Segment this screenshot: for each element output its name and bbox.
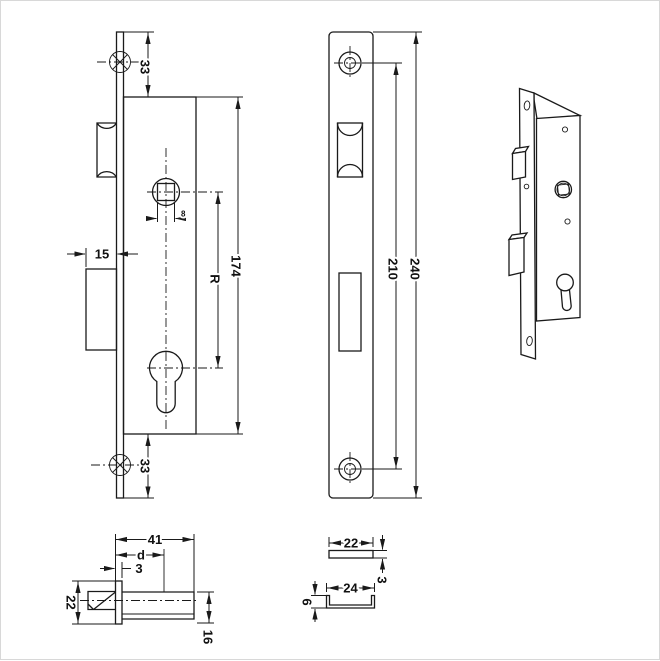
dim-plate-thickness-plan: 3 bbox=[100, 559, 145, 578]
dim-label-174: 174 bbox=[229, 255, 244, 277]
dim-label-8: 8 bbox=[181, 210, 186, 219]
case-top-face bbox=[533, 91, 583, 120]
euro-cylinder-3d bbox=[556, 273, 574, 312]
screw-hole-bottom-edge bbox=[91, 454, 149, 476]
dim-label-33-top: 33 bbox=[138, 60, 153, 74]
dim-label-22-plan: 22 bbox=[64, 595, 79, 609]
faceplate-3d bbox=[518, 87, 537, 360]
isometric-view bbox=[507, 87, 583, 360]
euro-cylinder-hole bbox=[148, 350, 184, 414]
dim-label-240: 240 bbox=[408, 258, 423, 280]
dim-label-24: 24 bbox=[343, 581, 358, 596]
follower-3d bbox=[554, 180, 573, 199]
roller-latch-edge bbox=[96, 122, 118, 178]
plan-view: 41 d 3 22 bbox=[62, 530, 218, 646]
dim-total-length: 240 bbox=[373, 31, 425, 499]
screw-hole-top bbox=[334, 46, 366, 80]
front-section-view: 33 33 174 R bbox=[67, 31, 246, 499]
dim-label-41: 41 bbox=[148, 532, 162, 547]
dim-label-22-section: 22 bbox=[344, 536, 358, 551]
dim-centre-distance: R bbox=[206, 192, 225, 368]
plate-pin-hole-3d bbox=[523, 183, 530, 190]
dim-bottom-offset: 33 bbox=[123, 434, 155, 499]
deadbolt-block-front bbox=[508, 236, 525, 277]
case-hole-top-3d bbox=[561, 126, 569, 133]
faceplate-front-view: 210 240 bbox=[328, 31, 425, 499]
dim-channel-depth: 6 bbox=[298, 581, 327, 622]
plate-section-view: 22 3 bbox=[328, 534, 392, 586]
screw-slot-bottom-3d bbox=[526, 335, 533, 347]
dim-overall-depth: 41 bbox=[115, 530, 195, 592]
dim-plate-section-thickness: 3 bbox=[373, 535, 392, 586]
dim-label-15: 15 bbox=[95, 247, 109, 262]
dim-screw-centres: 210 bbox=[362, 62, 403, 470]
faceplate-plan bbox=[114, 580, 123, 625]
dim-case-thickness: 16 bbox=[197, 591, 218, 646]
dim-label-3-plan: 3 bbox=[135, 561, 142, 576]
roller-cutout bbox=[336, 122, 364, 178]
dim-label-6: 6 bbox=[300, 598, 315, 605]
dim-plate-section-width: 22 bbox=[328, 534, 374, 553]
dim-spindle-square: 8 bbox=[146, 203, 188, 222]
dim-channel-width: 24 bbox=[326, 579, 375, 598]
dim-backset: d bbox=[115, 546, 164, 565]
dim-label-d: d bbox=[137, 548, 145, 563]
channel-section-view: 24 6 bbox=[298, 579, 376, 622]
dim-label-210: 210 bbox=[386, 258, 401, 280]
dim-label-3-section: 3 bbox=[375, 576, 390, 583]
dim-label-33-bottom: 33 bbox=[138, 459, 153, 473]
faceplate-edge bbox=[115, 31, 125, 499]
dim-label-R: R bbox=[208, 274, 223, 284]
screw-hole-top-edge bbox=[97, 51, 144, 73]
roller-block-front bbox=[511, 150, 527, 181]
bolt-cutout bbox=[338, 272, 362, 352]
screw-slot-top-3d bbox=[523, 100, 531, 111]
plate-section-bar bbox=[328, 549, 374, 559]
faceplate-outline bbox=[328, 31, 374, 499]
deadbolt-edge bbox=[85, 268, 118, 351]
case-hole-mid-3d bbox=[564, 218, 571, 225]
dim-bolt-throw: 15 bbox=[67, 245, 138, 267]
case-plan bbox=[122, 591, 195, 620]
dim-case-length: 174 bbox=[196, 96, 246, 435]
dim-plate-width-plan: 22 bbox=[62, 580, 116, 625]
case-front-face bbox=[535, 114, 581, 322]
channel-profile bbox=[325, 594, 376, 609]
lock-case-outline bbox=[122, 96, 197, 435]
dim-top-offset: 33 bbox=[123, 31, 155, 97]
screw-hole-bottom bbox=[334, 452, 366, 486]
dim-label-16: 16 bbox=[201, 630, 216, 644]
